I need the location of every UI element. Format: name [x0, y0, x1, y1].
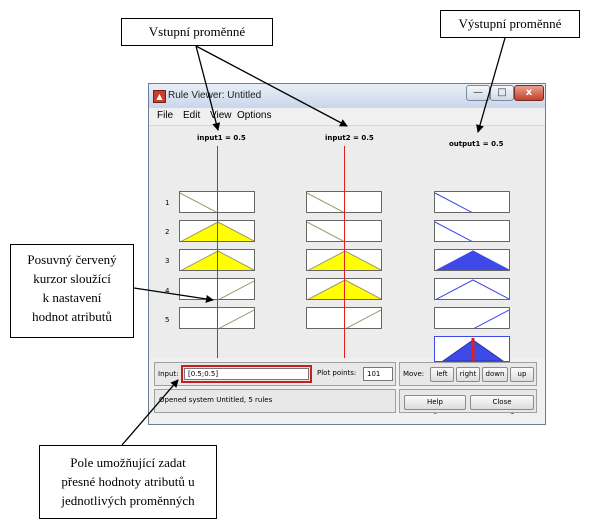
move-down-button[interactable]: down [482, 367, 508, 382]
menu-edit[interactable]: Edit [183, 110, 201, 121]
rule-number-1: 1 [165, 199, 170, 207]
arrow-to-output1 [476, 37, 506, 133]
input2-label: input2 = 0.5 [325, 134, 374, 142]
arrow-to-input-field [121, 379, 179, 446]
plot-points-label: Plot points: [317, 369, 357, 377]
rule-number-2: 2 [165, 228, 170, 236]
plot-points-field[interactable]: 101 [363, 367, 393, 381]
callout-cursor-line-4: hodnot atributů [32, 309, 112, 324]
window-title: Rule Viewer: Untitled [168, 90, 262, 101]
arrow-to-input2 [195, 45, 348, 127]
rule-plot-area: input1 = 0.5 input2 = 0.5 output1 = 0.5 … [149, 126, 545, 416]
rule-number-3: 3 [165, 257, 170, 265]
title-bar[interactable]: ▲ Rule Viewer: Untitled — □ x [149, 84, 545, 109]
close-button[interactable]: Close [470, 395, 534, 410]
input-panel: Input: [0.5;0.5] Plot points: 101 [154, 362, 396, 386]
rule-number-4: 4 [165, 287, 170, 295]
arrow-to-input1 [195, 45, 221, 131]
help-button[interactable]: Help [404, 395, 466, 410]
callout-input-field: Pole umožňující zadat přesné hodnoty atr… [39, 445, 217, 519]
menu-view[interactable]: View [210, 110, 232, 121]
aggregated-output-plot [434, 336, 510, 362]
callout-field-line-2: přesné hodnoty atributů u [61, 474, 195, 489]
action-panel: Help Close [399, 389, 537, 413]
input1-red-cursor[interactable] [217, 146, 218, 358]
input2-red-cursor[interactable] [344, 146, 345, 358]
rule-number-5: 5 [165, 316, 170, 324]
output1-label: output1 = 0.5 [449, 140, 504, 148]
move-label: Move: [403, 370, 425, 378]
input1-label: input1 = 0.5 [197, 134, 246, 142]
callout-inputs-text: Vstupní proměnné [148, 24, 246, 39]
callout-cursor-line-2: kurzor sloužící [33, 271, 111, 286]
arrow-to-cursor [133, 287, 214, 303]
rule-1-output1-mf-plot [434, 191, 510, 213]
menu-file[interactable]: File [157, 110, 174, 121]
rule-3-output1-mf-plot [434, 249, 510, 271]
callout-cursor: Posuvný červený kurzor sloužící k nastav… [10, 244, 134, 338]
callout-field-line-3: jednotlivých proměnných [61, 493, 195, 508]
matlab-app-icon: ▲ [153, 90, 166, 103]
maximize-button[interactable]: □ [490, 85, 514, 101]
callout-field-line-1: Pole umožňující zadat [70, 455, 186, 470]
rule-4-output1-mf-plot [434, 278, 510, 300]
callout-cursor-line-3: k nastavení [42, 290, 102, 305]
move-right-button[interactable]: right [456, 367, 480, 382]
move-up-button[interactable]: up [510, 367, 534, 382]
callout-cursor-line-1: Posuvný červený [27, 252, 117, 267]
status-panel: Opened system Untitled, 5 rules [154, 389, 396, 413]
input-highlight-frame: [0.5;0.5] [181, 365, 312, 383]
rule-2-output1-mf-plot [434, 220, 510, 242]
callout-outputs: Výstupní proměnné [440, 10, 580, 38]
callout-inputs: Vstupní proměnné [121, 18, 273, 46]
menu-options[interactable]: Options [237, 110, 272, 121]
status-message: Opened system Untitled, 5 rules [159, 396, 273, 404]
rule-5-output1-mf-plot [434, 307, 510, 329]
callout-outputs-text: Výstupní proměnné [458, 16, 562, 31]
move-left-button[interactable]: left [430, 367, 454, 382]
close-window-button[interactable]: x [514, 85, 544, 101]
rule-viewer-window: ▲ Rule Viewer: Untitled — □ x File Edit … [148, 83, 546, 425]
input-vector-field[interactable]: [0.5;0.5] [184, 368, 309, 380]
input-label: Input: [158, 370, 179, 378]
move-panel: Move: left right down up [399, 362, 537, 386]
